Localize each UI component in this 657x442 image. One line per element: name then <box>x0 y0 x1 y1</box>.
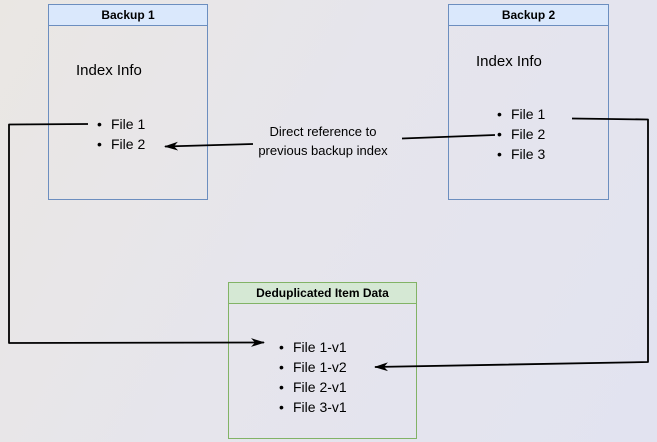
list-item: File 1-v2 <box>279 357 347 377</box>
backup1-index-info-label: Index Info <box>76 62 142 79</box>
backup2-title: Backup 2 <box>501 8 556 22</box>
backup2-file-list: File 1 File 2 File 3 <box>497 104 545 164</box>
dedup-header: Deduplicated Item Data <box>229 283 416 304</box>
direct-reference-annotation: Direct reference to previous backup inde… <box>240 122 406 160</box>
backup2-header: Backup 2 <box>449 5 608 26</box>
backup1-box: Backup 1 <box>48 4 208 200</box>
list-item: File 2 <box>97 134 145 154</box>
list-item: File 1 <box>497 104 545 124</box>
list-item: File 1-v1 <box>279 337 347 357</box>
list-item: File 3-v1 <box>279 397 347 417</box>
list-item: File 3 <box>497 144 545 164</box>
annotation-line1: Direct reference to <box>269 124 377 139</box>
backup1-header: Backup 1 <box>49 5 207 26</box>
list-item: File 2-v1 <box>279 377 347 397</box>
list-item: File 1 <box>97 114 145 134</box>
dedup-box: Deduplicated Item Data <box>228 282 417 439</box>
list-item: File 2 <box>497 124 545 144</box>
dedup-file-list: File 1-v1 File 1-v2 File 2-v1 File 3-v1 <box>279 337 347 417</box>
backup1-title: Backup 1 <box>101 8 155 22</box>
backup2-box: Backup 2 <box>448 4 609 200</box>
backup2-index-info-label: Index Info <box>476 53 542 70</box>
annotation-line2: previous backup index <box>258 143 388 158</box>
dedup-title: Deduplicated Item Data <box>256 286 389 300</box>
backup1-file-list: File 1 File 2 <box>97 114 145 154</box>
